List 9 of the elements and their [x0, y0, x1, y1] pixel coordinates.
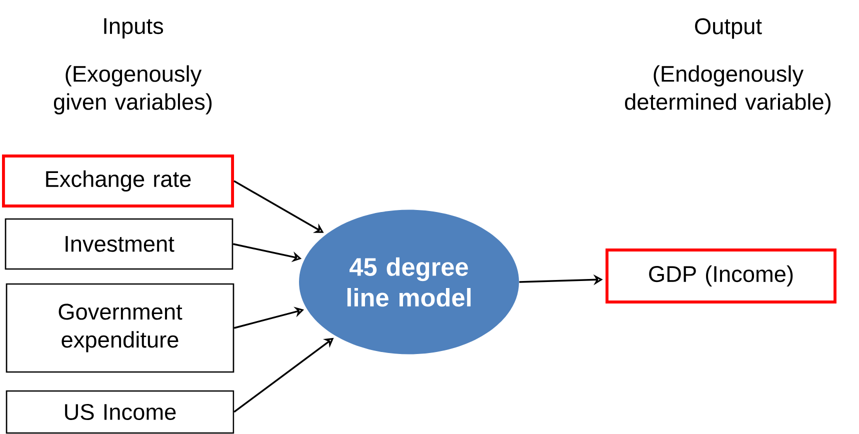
variable-box: Government expenditure — [6, 283, 234, 373]
variable-box: US Income — [6, 390, 234, 434]
variable-box: Investment — [4, 218, 234, 270]
column-subheading: (Exogenously given variables) — [54, 65, 212, 114]
column-heading: Output — [695, 18, 762, 39]
highlighted-box: Exchange rate — [2, 154, 234, 208]
column-subheading: (Endogenously determined variable) — [625, 65, 830, 114]
column-heading: Inputs — [104, 18, 164, 39]
highlighted-box: GDP (Income) — [606, 248, 836, 304]
